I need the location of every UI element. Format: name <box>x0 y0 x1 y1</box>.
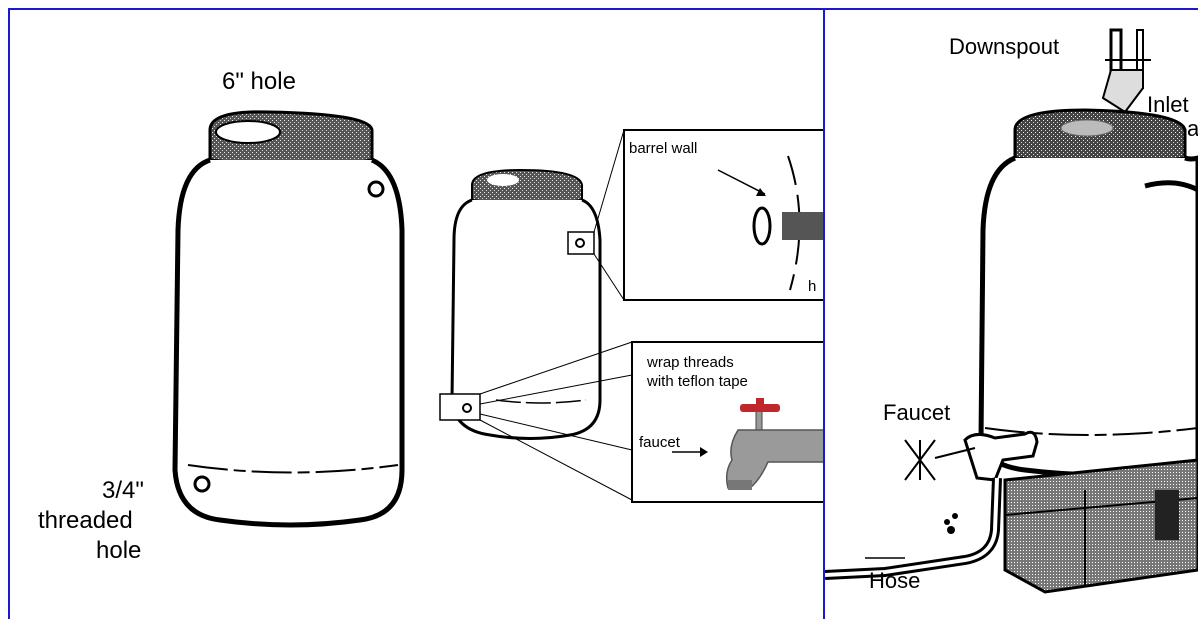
faucet-label-detail: faucet <box>639 434 680 451</box>
vent-hole <box>369 182 383 196</box>
inlet-label-cut: a <box>1187 116 1198 142</box>
barrel-body <box>175 160 402 525</box>
six-inch-hole <box>216 121 280 143</box>
barrel-drawing-3 <box>825 10 1198 619</box>
barrel-drawing-2 <box>410 10 823 619</box>
panel-barrel-holes: 6" hole 3/4" threaded hole <box>8 8 412 619</box>
inlet-label: Inlet <box>1147 92 1189 118</box>
downspout-label: Downspout <box>949 34 1059 60</box>
hose-label: Hose <box>869 568 920 594</box>
threaded-hole-label-1: 3/4" <box>102 477 144 505</box>
downspout-icon <box>1103 30 1151 112</box>
threaded-hole-label-3: hole <box>96 537 141 565</box>
cut-label: h <box>808 278 816 295</box>
threaded-hole <box>195 477 209 491</box>
installed-barrel-body <box>981 158 1198 475</box>
panel-installed: Downspout Inlet a Faucet Hose <box>825 8 1198 619</box>
faucet-label: Faucet <box>883 400 950 426</box>
barrel-wall-label: barrel wall <box>629 140 697 157</box>
panel-fittings: barrel wall h wrap threads with teflon t… <box>410 8 825 619</box>
installed-faucet-icon <box>965 432 1037 480</box>
threaded-hole-label-2: threaded <box>38 507 133 535</box>
wrap-label-2: with teflon tape <box>647 373 748 390</box>
wrap-label-1: wrap threads <box>647 354 734 371</box>
top-hole-label: 6" hole <box>222 68 296 96</box>
